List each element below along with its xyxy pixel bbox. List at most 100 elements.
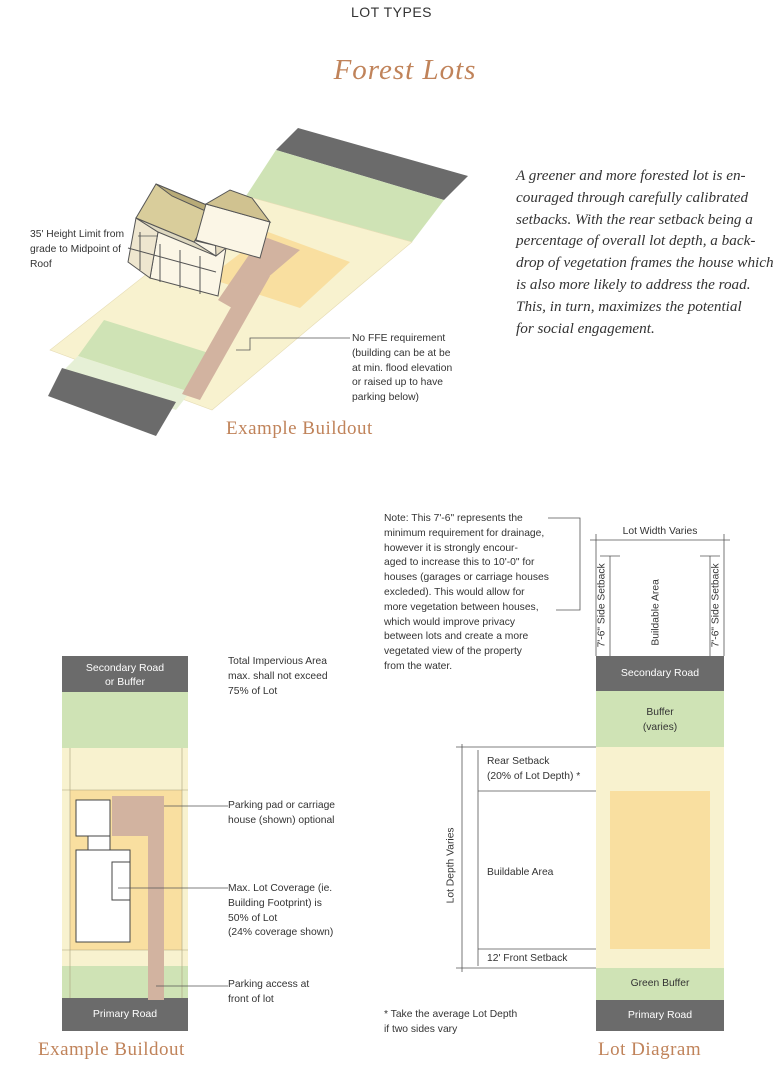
note-line: Parking access at bbox=[228, 979, 310, 990]
isometric-buildout-illustration bbox=[48, 128, 468, 436]
label-line: Rear Setback bbox=[487, 756, 550, 767]
note-line: houses (garages or carriage houses bbox=[384, 572, 549, 584]
access-note: Parking access at front of lot bbox=[228, 978, 358, 1008]
diagram-buildable-area bbox=[596, 791, 724, 949]
ffe-note: No FFE requirement (building can be at b… bbox=[352, 332, 482, 406]
diagram-front-setback bbox=[596, 949, 724, 968]
diagram-primary-road-label: Primary Road bbox=[627, 1009, 693, 1021]
lot-depth-footnote: * Take the average Lot Depth if two side… bbox=[384, 1008, 554, 1038]
plan-primary-road-label: Primary Road bbox=[92, 1008, 158, 1020]
section-header: LOT TYPES bbox=[350, 4, 432, 20]
lot-width-label: Lot Width Varies bbox=[622, 526, 698, 537]
note-line: house (shown) optional bbox=[228, 814, 335, 826]
note-line: however it is strongly encour- bbox=[384, 542, 518, 554]
iso-rear-buffer bbox=[246, 150, 444, 242]
iso-primary-road bbox=[48, 368, 176, 436]
plan-buildout-drawing bbox=[62, 656, 228, 1031]
note-line: excleded). This would allow for bbox=[384, 586, 525, 598]
note-line: No FFE requirement bbox=[352, 333, 446, 344]
note-line: aged to increase this to 10'-0" for bbox=[384, 557, 535, 569]
label-line: (varies) bbox=[642, 721, 678, 733]
diagram-green-buffer bbox=[596, 968, 724, 1000]
label-line: (20% of Lot Depth) * bbox=[487, 770, 581, 782]
note-line: more vegetation between houses, bbox=[384, 601, 539, 613]
plan-rear-buffer bbox=[62, 692, 188, 748]
rear-setback-label: Rear Setback (20% of Lot Depth) * bbox=[487, 755, 607, 785]
diagram-primary-road bbox=[596, 1000, 724, 1031]
diagram-buffer bbox=[596, 691, 724, 747]
note-line: 75% of Lot bbox=[228, 685, 278, 697]
note-line: vegetated view of the property bbox=[384, 646, 522, 658]
plan-front-buffer bbox=[62, 966, 188, 998]
note-line: grade to Midpoint of bbox=[30, 243, 122, 255]
note-line: max. shall not exceed bbox=[228, 670, 328, 682]
note-line: or raised up to have bbox=[352, 377, 444, 389]
side-setback-left-label: 7'-6" Side Setback bbox=[596, 563, 608, 648]
intro-line: for social engagement. bbox=[516, 319, 655, 337]
label-line: or Buffer bbox=[104, 676, 146, 688]
lot-depth-label: Lot Depth Varies bbox=[445, 827, 457, 904]
lot-diagram-drawing bbox=[456, 517, 730, 1031]
intro-line: setbacks. With the rear setback being a bbox=[516, 210, 753, 228]
note-line: front of lot bbox=[228, 993, 274, 1005]
note-line: Max. Lot Coverage (ie. bbox=[228, 883, 333, 894]
page-title: Forest Lots bbox=[333, 54, 477, 86]
diagram-buffer-label: Buffer (varies) bbox=[596, 706, 724, 736]
note-line: which would improve privacy bbox=[384, 616, 516, 628]
note-line: Parking pad or carriage bbox=[228, 800, 336, 811]
diagram-secondary-road-label: Secondary Road bbox=[620, 667, 700, 679]
note-line: 50% of Lot bbox=[228, 912, 278, 924]
iso-driveway bbox=[182, 270, 270, 400]
note-line: from the water. bbox=[384, 660, 453, 672]
diagram-secondary-road bbox=[596, 656, 724, 691]
plan-secondary-road-label: Secondary Road or Buffer bbox=[62, 661, 188, 689]
note-line: parking below) bbox=[352, 392, 419, 404]
intro-line: percentage of overall lot depth, a back- bbox=[516, 232, 756, 250]
note-line: (building can be at be bbox=[352, 347, 451, 359]
note-line: between lots and create a more bbox=[384, 631, 529, 643]
height-limit-note: 35' Height Limit from grade to Midpoint … bbox=[30, 228, 140, 272]
diagram-rear-setback bbox=[596, 747, 724, 791]
note-line: minimum requirement for drainage, bbox=[384, 527, 545, 539]
buildable-area-vertical-label: Buildable Area bbox=[650, 579, 662, 646]
side-setback-right-label: 7'-6" Side Setback bbox=[710, 563, 722, 648]
note-line: Roof bbox=[30, 258, 52, 270]
note-line: Building Footprint) is bbox=[228, 897, 322, 909]
front-setback-label: 12' Front Setback bbox=[487, 953, 568, 964]
ffe-leader bbox=[236, 337, 350, 351]
intro-line: This, in turn, maximizes the potential bbox=[516, 297, 742, 315]
iso-caption: Example Buildout bbox=[226, 418, 373, 439]
note-line: 35' Height Limit from bbox=[30, 229, 125, 240]
intro-line: A greener and more forested lot is en- bbox=[516, 167, 746, 184]
impervious-note: Total Impervious Area max. shall not exc… bbox=[228, 655, 358, 699]
label-line: Secondary Road bbox=[85, 662, 165, 674]
plan-caption: Example Buildout bbox=[38, 1039, 185, 1060]
note-line: at min. flood elevation bbox=[352, 362, 453, 374]
intro-line: drop of vegetation frames the house whic… bbox=[516, 254, 774, 272]
note-line: if two sides vary bbox=[384, 1023, 458, 1035]
iso-house bbox=[127, 183, 272, 297]
label-line: Buffer bbox=[646, 707, 674, 718]
note-line: * Take the average Lot Depth bbox=[384, 1009, 518, 1020]
note-line: Total Impervious Area bbox=[228, 656, 328, 667]
plan-parking-pad bbox=[112, 796, 164, 1000]
coverage-note: Max. Lot Coverage (ie. Building Footprin… bbox=[228, 882, 358, 941]
note-line: Note: This 7'-6" represents the bbox=[384, 513, 523, 524]
note-line: (24% coverage shown) bbox=[228, 927, 334, 939]
diagram-green-buffer-label: Green Buffer bbox=[630, 978, 690, 989]
iso-parking-pad bbox=[218, 236, 300, 308]
plan-primary-road bbox=[62, 998, 188, 1031]
plan-house-footprint bbox=[75, 799, 131, 943]
plan-secondary-road bbox=[62, 656, 188, 692]
intro-line: is also more likely to address the road. bbox=[516, 275, 751, 293]
intro-line: couraged through carefully calibrated bbox=[516, 188, 749, 206]
diagram-caption: Lot Diagram bbox=[598, 1039, 702, 1060]
drainage-note: Note: This 7'-6" represents the minimum … bbox=[384, 512, 584, 675]
parking-pad-note: Parking pad or carriage house (shown) op… bbox=[228, 799, 368, 829]
diagram-dimension-lines bbox=[456, 517, 730, 972]
iso-front-buffer bbox=[78, 320, 212, 392]
iso-secondary-road bbox=[276, 128, 468, 200]
intro-paragraph: A greener and more forested lot is en- c… bbox=[516, 165, 783, 339]
buildable-area-label: Buildable Area bbox=[487, 867, 554, 878]
iso-front-strip bbox=[62, 356, 190, 410]
